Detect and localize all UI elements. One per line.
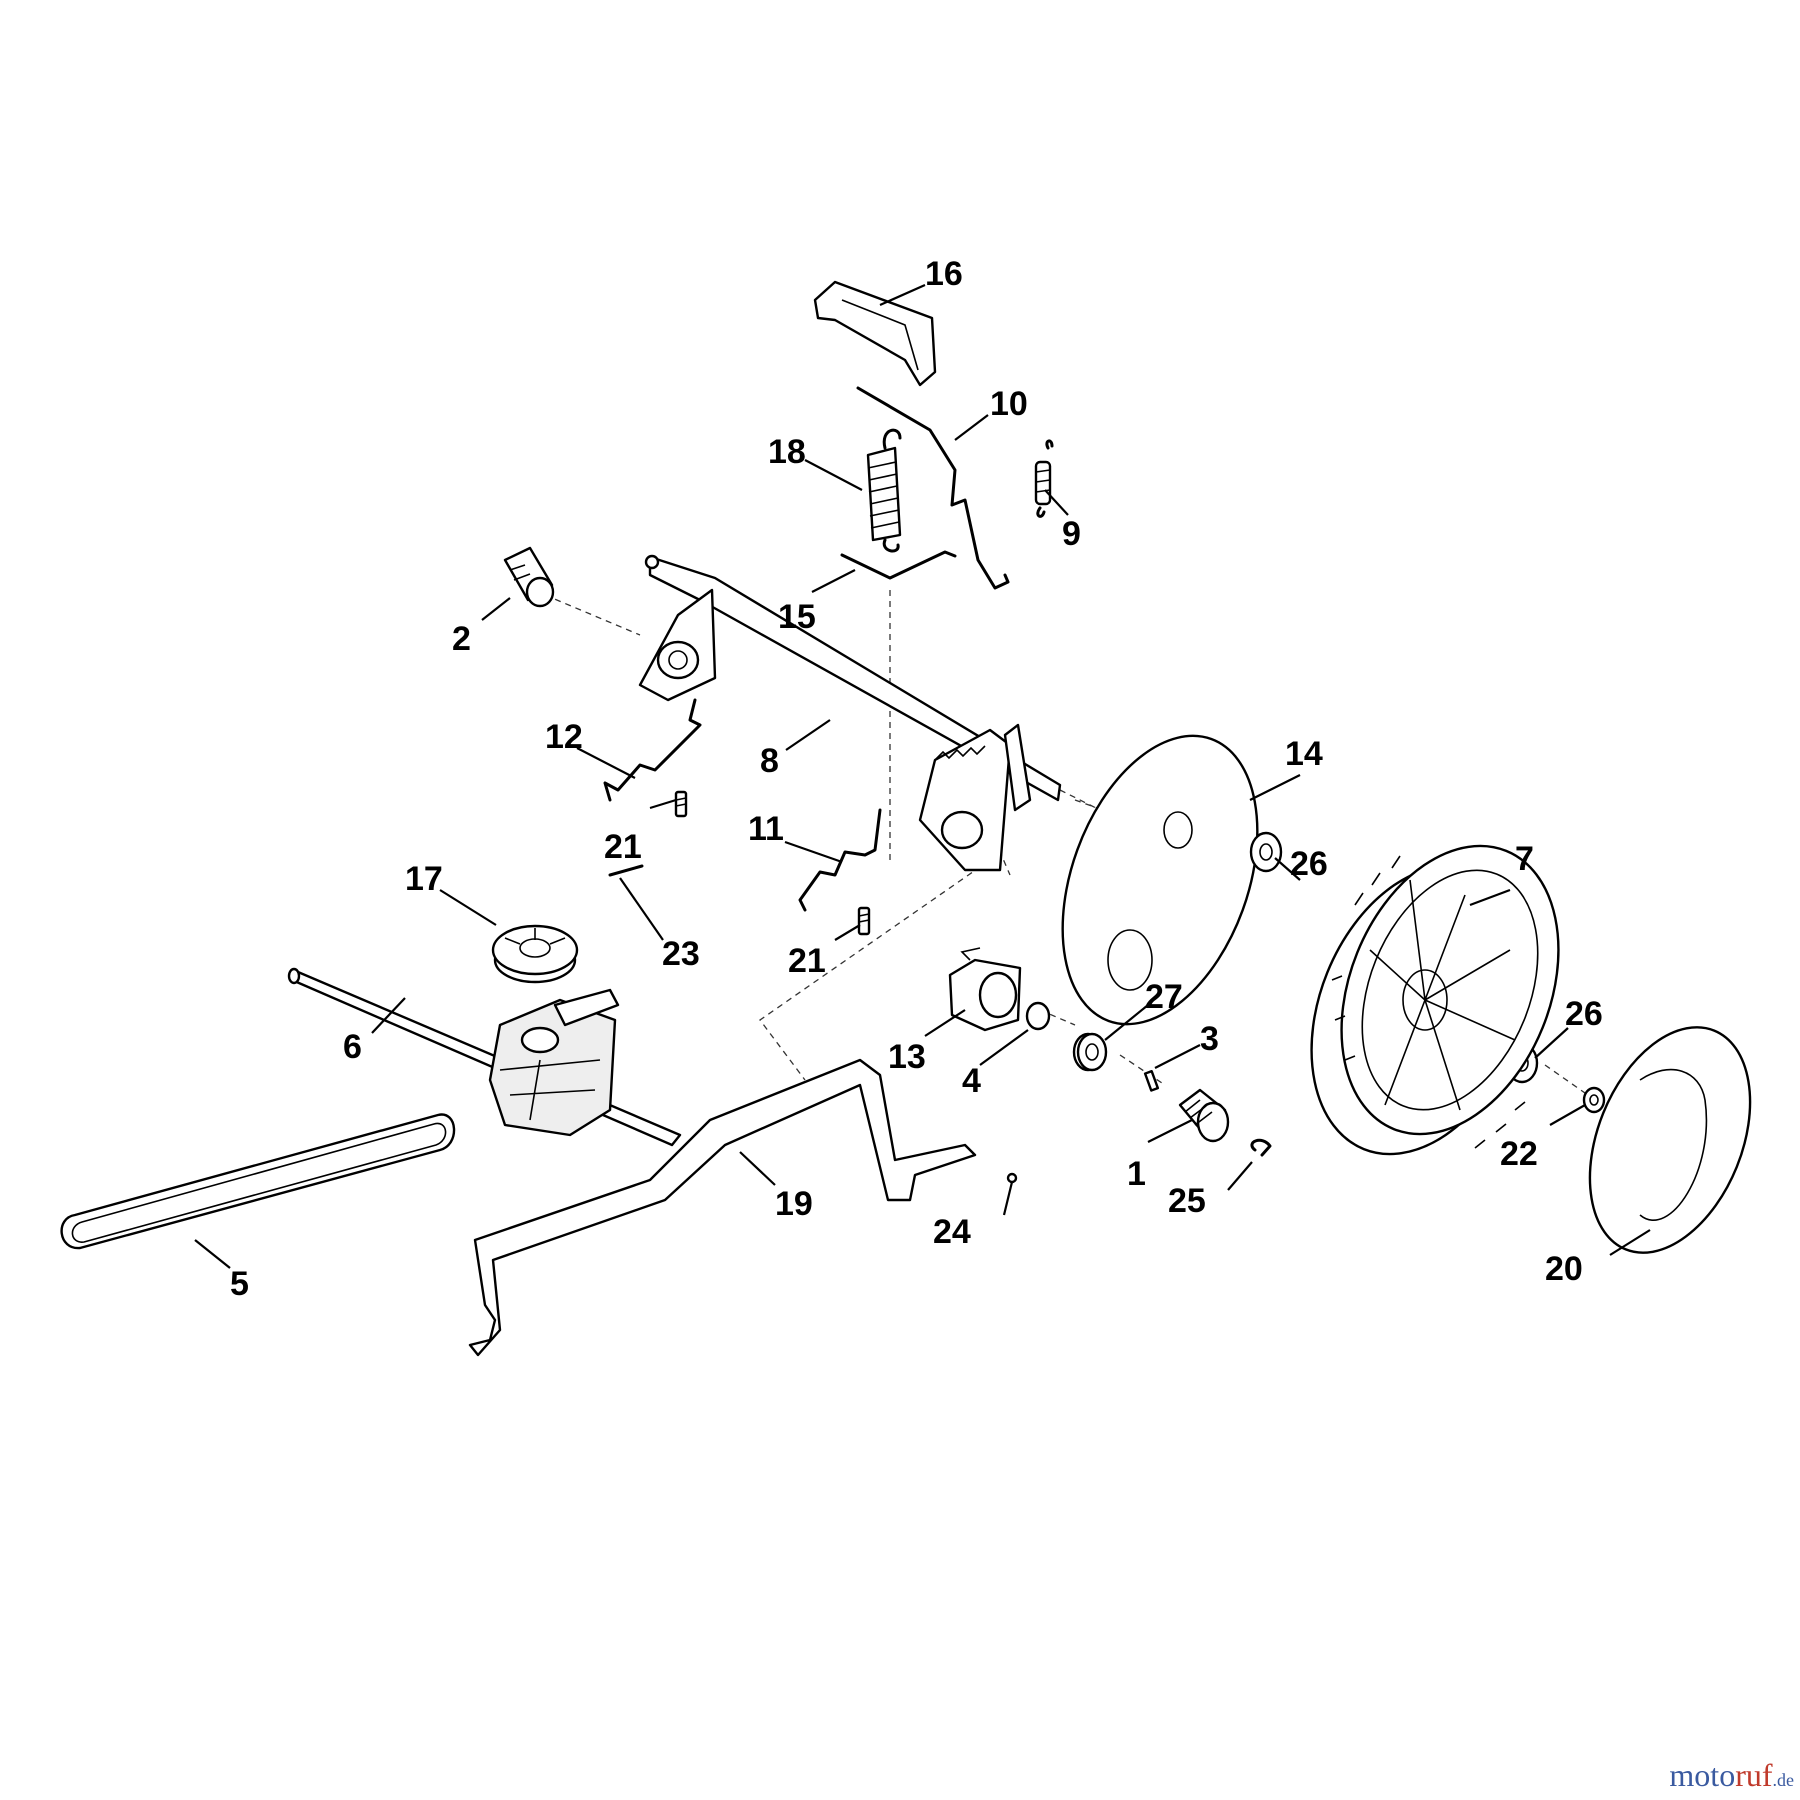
callout-23: 23 xyxy=(662,935,700,973)
part-rear-wheel xyxy=(1310,844,1560,1156)
part-drive-pinion xyxy=(1178,1088,1230,1143)
part-pulley xyxy=(491,924,579,984)
callout-27: 27 xyxy=(1145,978,1183,1016)
callout-21-upper: 21 xyxy=(604,828,642,866)
part-screw-lower xyxy=(857,906,871,936)
callout-7: 7 xyxy=(1515,840,1534,878)
callout-8: 8 xyxy=(760,742,779,780)
part-link-rod xyxy=(840,550,957,580)
part-hex-nut xyxy=(1582,1086,1606,1114)
part-spring-wire-left xyxy=(603,698,702,802)
callout-3: 3 xyxy=(1200,1020,1219,1058)
part-handle-lever xyxy=(813,280,937,387)
part-washer xyxy=(1025,1001,1051,1031)
part-axle-shaft xyxy=(638,554,1062,872)
part-control-rod xyxy=(856,386,1010,590)
callout-22: 22 xyxy=(1500,1135,1538,1173)
part-screw-upper xyxy=(674,790,688,818)
callout-20: 20 xyxy=(1545,1250,1583,1288)
callout-26-left: 26 xyxy=(1290,845,1328,883)
part-hub-cover xyxy=(1061,734,1259,1026)
callout-5: 5 xyxy=(230,1265,249,1303)
part-hub-cap xyxy=(1588,1026,1752,1254)
callout-13: 13 xyxy=(888,1038,926,1076)
part-small-spring xyxy=(1034,439,1054,518)
part-small-pin xyxy=(1006,1172,1018,1184)
part-drive-belt xyxy=(60,1113,456,1250)
callout-9: 9 xyxy=(1062,515,1081,553)
part-height-lever xyxy=(468,1058,977,1357)
callout-26-right: 26 xyxy=(1565,995,1603,1033)
callout-19: 19 xyxy=(775,1185,813,1223)
watermark-part-1: moto xyxy=(1669,1757,1736,1793)
callout-2: 2 xyxy=(452,620,471,658)
callout-labels: 16 10 18 9 15 2 12 8 21 11 21 17 23 6 14… xyxy=(230,255,1603,1303)
callout-14: 14 xyxy=(1285,735,1323,773)
part-tension-spring xyxy=(866,428,902,553)
site-watermark: motoruf.de xyxy=(1669,1757,1794,1794)
part-bushing xyxy=(503,546,555,608)
callout-11: 11 xyxy=(748,810,784,848)
callout-18: 18 xyxy=(768,433,806,471)
part-wheel-bearing-left xyxy=(1249,831,1283,873)
callout-15: 15 xyxy=(778,598,816,636)
part-bearing xyxy=(1072,1032,1108,1072)
callout-16: 16 xyxy=(925,255,963,293)
callout-1: 1 xyxy=(1127,1155,1146,1193)
callout-21-lower: 21 xyxy=(788,942,826,980)
part-key xyxy=(1143,1069,1160,1092)
callout-25: 25 xyxy=(1168,1182,1206,1220)
callout-12: 12 xyxy=(545,718,583,756)
part-gearbox xyxy=(488,988,620,1137)
watermark-part-3: .de xyxy=(1772,1770,1795,1790)
callout-24: 24 xyxy=(933,1213,971,1251)
part-pin xyxy=(608,864,644,877)
callout-17: 17 xyxy=(405,860,443,898)
part-cam-bracket xyxy=(948,947,1022,1032)
callout-6: 6 xyxy=(343,1028,362,1066)
callout-4: 4 xyxy=(962,1062,981,1100)
part-clip xyxy=(1250,1138,1272,1157)
callout-10: 10 xyxy=(990,385,1028,423)
part-spring-wire-right xyxy=(798,808,882,912)
watermark-part-2: ruf xyxy=(1735,1757,1773,1793)
leader-lines xyxy=(194,283,1651,1269)
